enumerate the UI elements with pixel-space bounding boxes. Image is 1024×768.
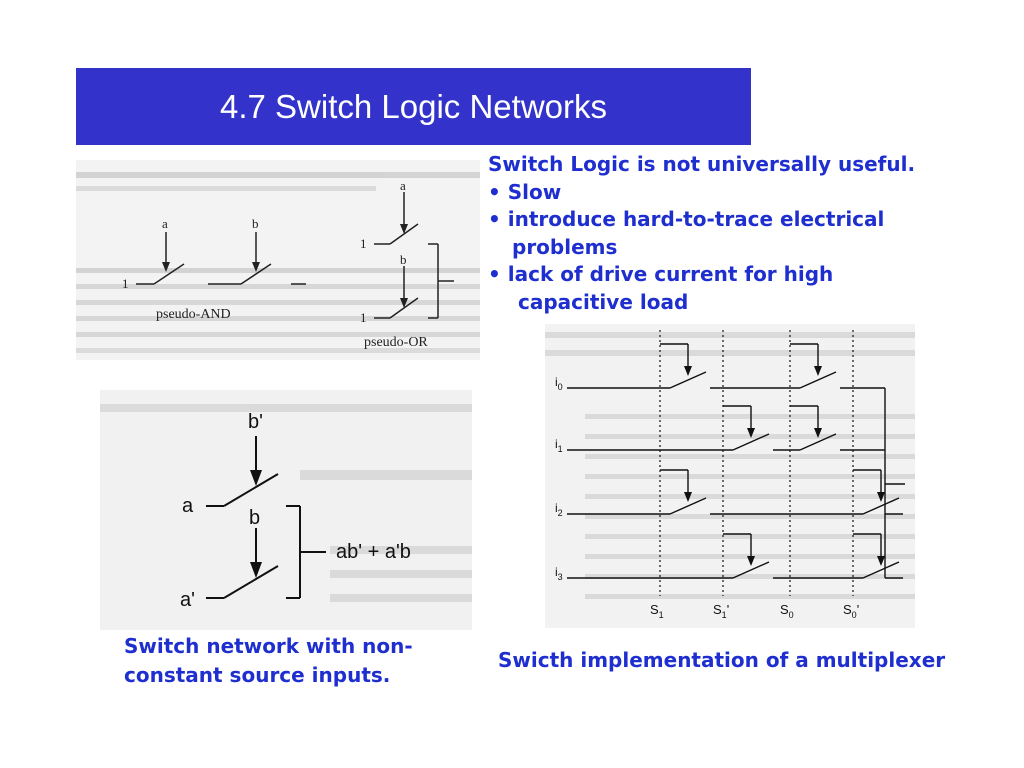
input-label: i1 (555, 437, 563, 454)
input-label-subscript: 1 (558, 444, 563, 454)
bullet-intro: Switch Logic is not universally useful. (488, 152, 916, 176)
caption-nonconstant-line1: Switch network with non- (124, 634, 413, 658)
bullet-electrical-cont: problems (512, 234, 618, 259)
select-label-subscript: 0 (852, 610, 857, 620)
arrow-icon (684, 492, 692, 502)
and-input-a: a (162, 216, 168, 231)
input-label-subscript: 3 (558, 572, 563, 582)
switch-blade (732, 561, 770, 579)
switch-blade (799, 371, 837, 389)
arrow-icon (877, 556, 885, 566)
input-label-subscript: 0 (558, 382, 563, 392)
caption-nonconstant-line2: constant source inputs. (124, 663, 391, 687)
switch-blade (862, 561, 900, 579)
or-source-bottom: 1 (360, 310, 367, 325)
title-bar: 4.7 Switch Logic Networks (76, 68, 751, 145)
select-label-prime: ' (857, 602, 859, 617)
bullet-drive-current: • lack of drive current for high (488, 262, 834, 286)
arrow-icon (250, 562, 262, 578)
or-input-a: a (400, 178, 406, 193)
arrow-icon (252, 262, 260, 272)
scan-background-text (100, 404, 472, 602)
arrow-icon (814, 428, 822, 438)
arrow-icon (400, 224, 408, 234)
switch-blade (669, 497, 707, 515)
arrow-icon (684, 366, 692, 376)
arrow-icon (877, 492, 885, 502)
arrow-icon (747, 428, 755, 438)
scan-background-text (76, 172, 480, 353)
input-label: i3 (555, 565, 563, 582)
control-top-label: b' (248, 411, 263, 433)
nonconstant-switch-figure: b' a b a' ab' + a'b (100, 390, 472, 630)
arrow-icon (747, 556, 755, 566)
and-source: 1 (122, 276, 129, 291)
input-label: i0 (555, 375, 563, 392)
select-label-subscript: 1 (659, 610, 664, 620)
source-top-label: a (182, 495, 194, 517)
caption-nonconstant: Switch network with non- constant source… (124, 632, 413, 690)
pseudo-or-label: pseudo-OR (364, 335, 428, 350)
select-label-prime: ' (727, 602, 729, 617)
bullet-slow: • Slow (488, 179, 562, 204)
bullet-electrical: • introduce hard-to-trace electrical (488, 207, 885, 231)
pseudo-and-or-figure: a b 1 pseudo-AND a b 1 1 pseudo-OR (76, 160, 480, 360)
switch-blade (862, 497, 900, 515)
bullet-list: Switch Logic is not universally useful. … (488, 151, 1008, 316)
arrow-icon (400, 298, 408, 308)
arrow-icon (250, 470, 262, 486)
multiplexer-wiring (567, 330, 905, 596)
switch-blade (669, 371, 707, 389)
pseudo-and-label: pseudo-AND (156, 307, 231, 322)
arrow-icon (162, 262, 170, 272)
nonconstant-network (206, 436, 326, 599)
output-expression: ab' + a'b (336, 541, 411, 563)
select-label-subscript: 1 (722, 610, 727, 620)
and-input-b: b (252, 216, 259, 231)
or-input-b: b (400, 252, 407, 267)
switch-blade (732, 433, 770, 451)
control-bottom-label: b (249, 507, 260, 529)
bullet-drive-current-cont: capacitive load (518, 289, 689, 314)
input-label-subscript: 2 (558, 508, 563, 518)
switch-blade (799, 433, 837, 451)
select-label-subscript: 0 (789, 610, 794, 620)
arrow-icon (814, 366, 822, 376)
caption-multiplexer: Swicth implementation of a multiplexer (498, 648, 946, 672)
slide-title: 4.7 Switch Logic Networks (220, 87, 607, 125)
input-label: i2 (555, 501, 563, 518)
source-bottom-label: a' (180, 589, 195, 611)
or-source-top: 1 (360, 236, 367, 251)
